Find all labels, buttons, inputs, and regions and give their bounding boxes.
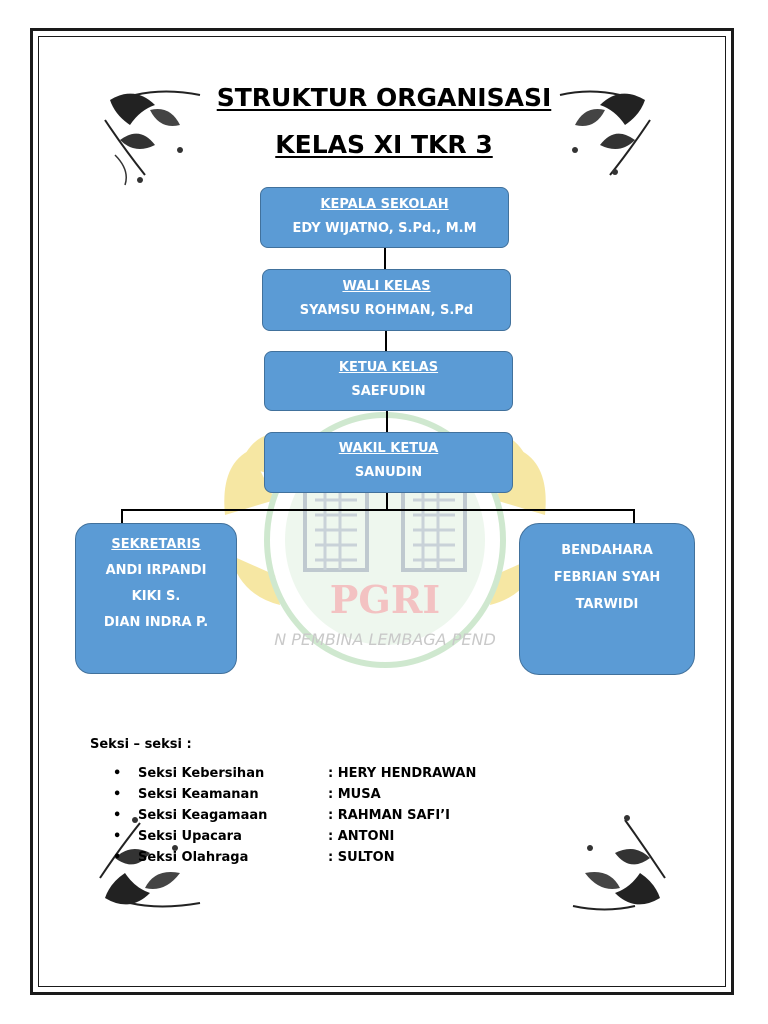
person-name: SYAMSU ROHMAN, S.Pd xyxy=(263,303,510,318)
page-subtitle: KELAS XI TKR 3 xyxy=(0,130,768,159)
person-name: SANUDIN xyxy=(265,465,512,480)
bullet-icon: • xyxy=(113,850,121,865)
connector-wali-ketua xyxy=(385,331,387,352)
bullet-icon: • xyxy=(113,766,121,781)
person-name: ANDI IRPANDI xyxy=(76,563,236,578)
org-box-wakil-ketua: WAKIL KETUA SANUDIN xyxy=(264,432,513,493)
seksi-label: Seksi Keamanan xyxy=(138,787,259,802)
org-box-ketua-kelas: KETUA KELAS SAEFUDIN xyxy=(264,351,513,411)
bullet-icon: • xyxy=(113,808,121,823)
seksi-label: Seksi Kebersihan xyxy=(138,766,264,781)
role-label: BENDAHARA xyxy=(520,543,694,558)
connector-wakil-stem xyxy=(386,493,388,510)
seksi-label: Seksi Keagamaan xyxy=(138,808,267,823)
person-name: KIKI S. xyxy=(76,589,236,604)
page-title: STRUKTUR ORGANISASI xyxy=(0,83,768,112)
connector-horizontal xyxy=(121,509,635,511)
role-label: WAKIL KETUA xyxy=(265,441,512,456)
seksi-value: : ANTONI xyxy=(328,829,394,844)
connector-to-bendahara xyxy=(633,509,635,524)
watermark-pgri-text: PGRI xyxy=(330,577,440,622)
org-box-sekretaris: SEKRETARIS ANDI IRPANDI KIKI S. DIAN IND… xyxy=(75,523,237,674)
connector-ketua-wakil xyxy=(386,411,388,433)
seksi-value: : HERY HENDRAWAN xyxy=(328,766,476,781)
person-name: FEBRIAN SYAH xyxy=(520,570,694,585)
floral-ornament-bottom-right xyxy=(565,808,675,920)
bullet-icon: • xyxy=(113,829,121,844)
connector-kepala-wali xyxy=(384,248,386,270)
role-label: WALI KELAS xyxy=(263,279,510,294)
seksi-value: : SULTON xyxy=(328,850,395,865)
person-name: TARWIDI xyxy=(520,597,694,612)
org-box-kepala-sekolah: KEPALA SEKOLAH EDY WIJATNO, S.Pd., M.M xyxy=(260,187,509,248)
person-name: SAEFUDIN xyxy=(265,384,512,399)
org-box-bendahara: BENDAHARA FEBRIAN SYAH TARWIDI xyxy=(519,523,695,675)
org-box-wali-kelas: WALI KELAS SYAMSU ROHMAN, S.Pd xyxy=(262,269,511,331)
seksi-heading: Seksi – seksi : xyxy=(90,737,192,752)
role-label: KEPALA SEKOLAH xyxy=(261,197,508,212)
seksi-label: Seksi Upacara xyxy=(138,829,242,844)
person-name: EDY WIJATNO, S.Pd., M.M xyxy=(261,221,508,236)
connector-to-sekretaris xyxy=(121,509,123,524)
watermark-motto-text: N PEMBINA LEMBAGA PEND xyxy=(274,630,496,649)
seksi-label: Seksi Olahraga xyxy=(138,850,248,865)
person-name: DIAN INDRA P. xyxy=(76,615,236,630)
seksi-value: : RAHMAN SAFI’I xyxy=(328,808,450,823)
seksi-value: : MUSA xyxy=(328,787,381,802)
role-label: SEKRETARIS xyxy=(76,537,236,552)
bullet-icon: • xyxy=(113,787,121,802)
role-label: KETUA KELAS xyxy=(265,360,512,375)
